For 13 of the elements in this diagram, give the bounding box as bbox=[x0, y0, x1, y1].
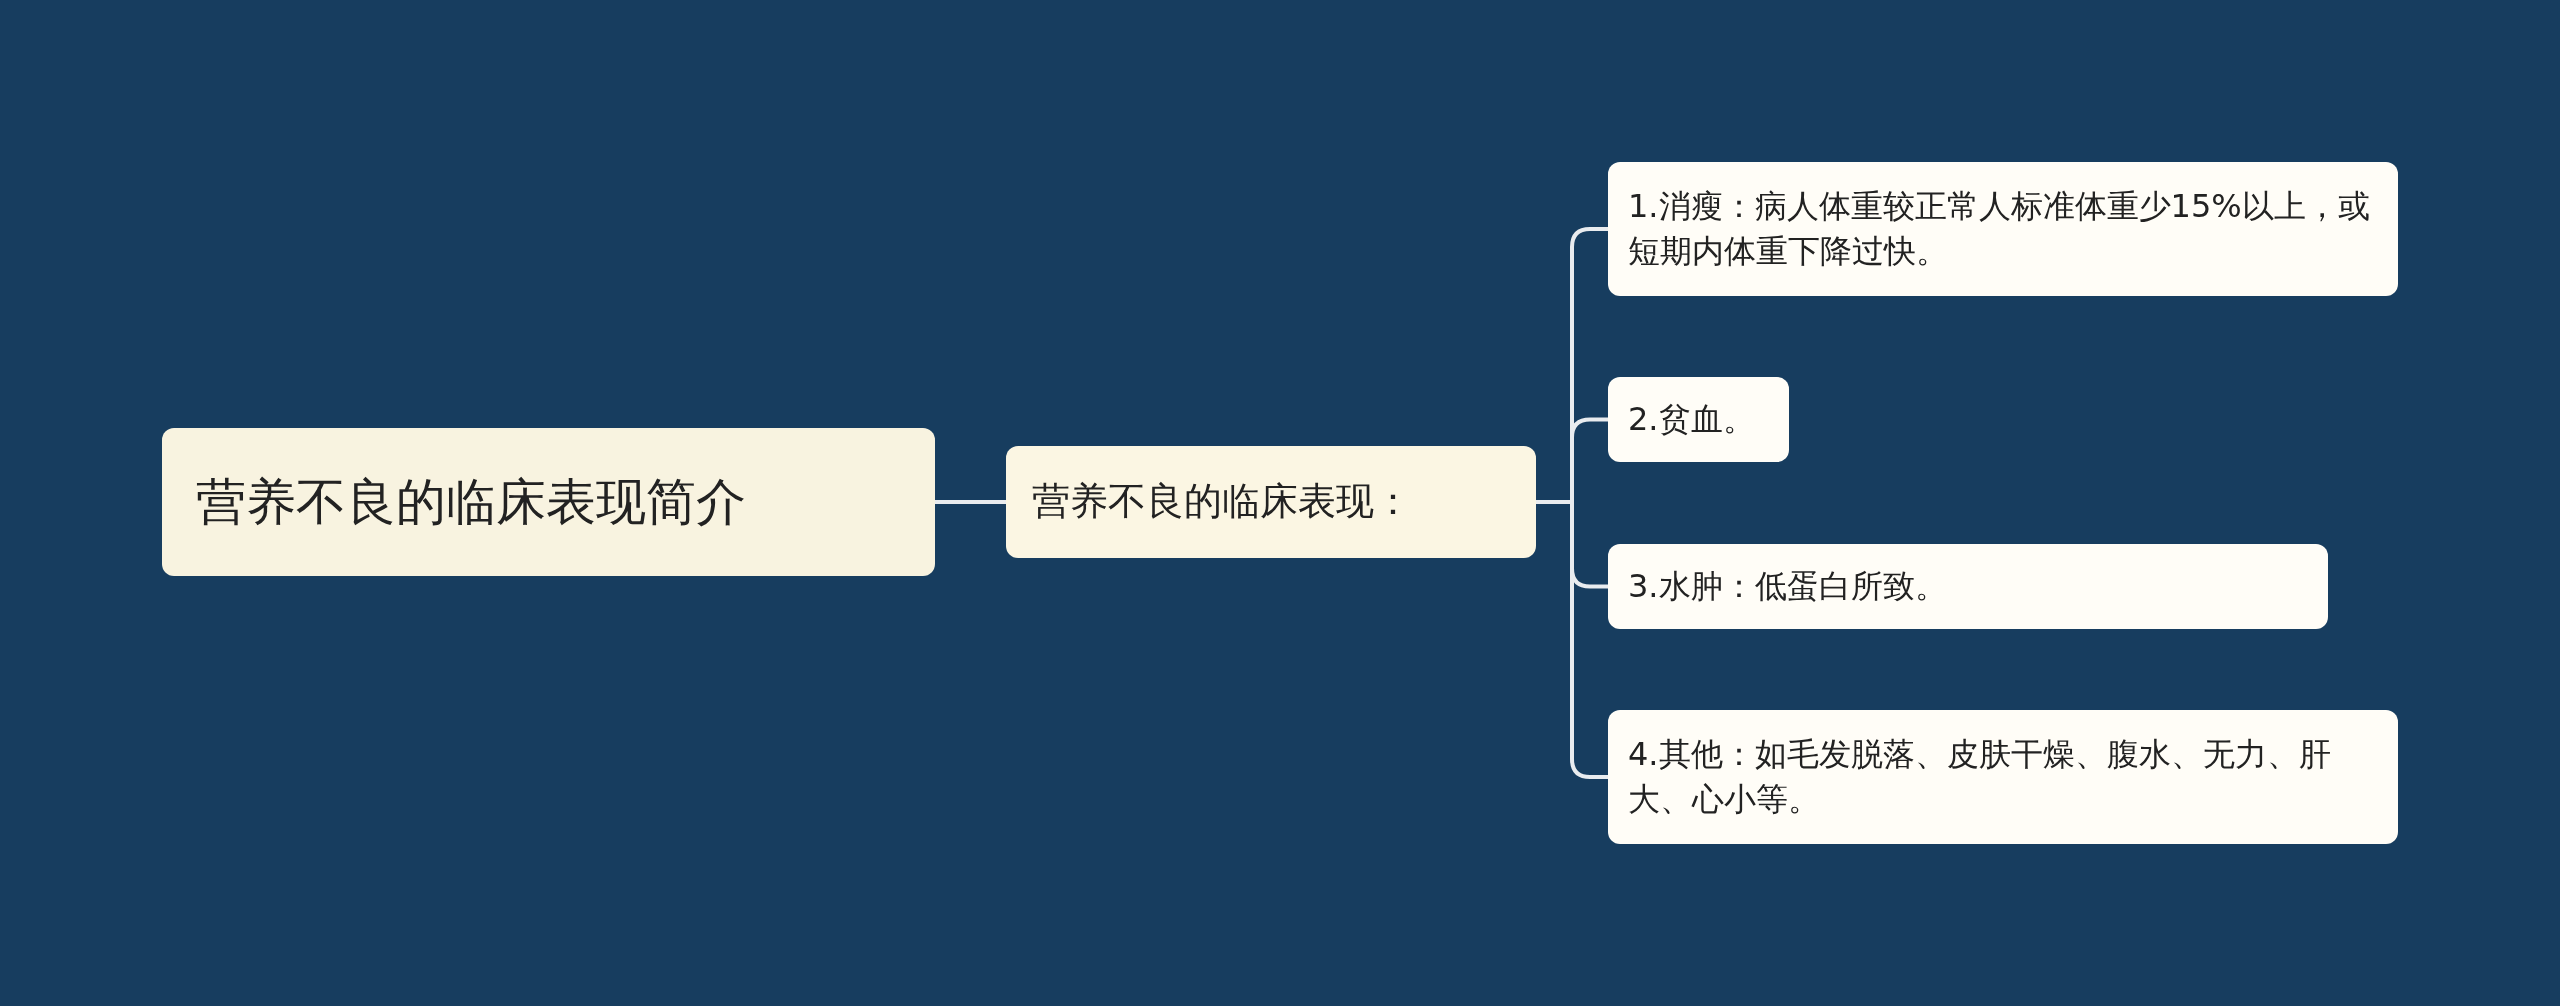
topic-text: 1.消瘦：病人体重较正常人标准体重少15%以上，或短期内体重下降过快。 bbox=[1628, 186, 2371, 272]
topic-text: 营养不良的临床表现简介 bbox=[196, 472, 746, 533]
topic-text: 营养不良的临床表现： bbox=[1032, 478, 1412, 526]
connector-line bbox=[935, 500, 1006, 504]
topic-box bbox=[1608, 377, 1789, 462]
topic-box bbox=[1608, 544, 2328, 629]
topic-box bbox=[1006, 446, 1536, 558]
topic-text: 4.其他：如毛发脱落、皮肤干燥、腹水、无力、肝大、心小等。 bbox=[1628, 734, 2332, 820]
topic-box bbox=[162, 428, 935, 576]
topic-text: 3.水肿：低蛋白所致。 bbox=[1628, 566, 1947, 608]
topic-box bbox=[1608, 710, 2398, 844]
topic-text: 2.贫血。 bbox=[1628, 399, 1755, 441]
topic-box bbox=[1608, 162, 2398, 296]
